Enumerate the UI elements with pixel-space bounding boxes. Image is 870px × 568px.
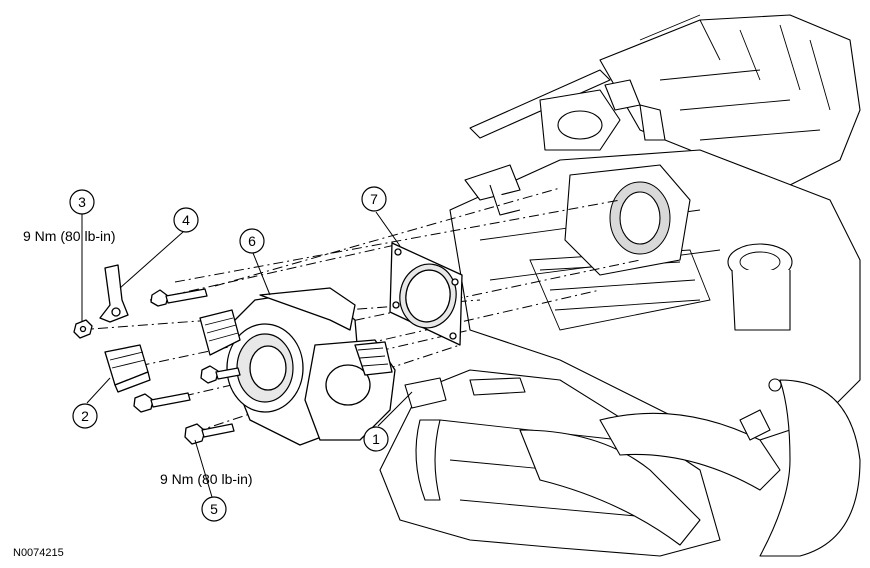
torque-spec-upper: 9 Nm (80 lb-in) (23, 228, 116, 244)
callout-2: 2 (72, 403, 98, 429)
callout-5-label: 5 (210, 501, 218, 517)
electrical-connector (104, 344, 151, 393)
leader-lines (81, 211, 413, 498)
callout-6-label: 6 (248, 233, 256, 249)
callout-4-label: 4 (182, 212, 190, 228)
nut (73, 319, 93, 339)
callout-7-label: 7 (370, 191, 378, 207)
callout-3: 3 (69, 189, 95, 215)
bracket (99, 264, 129, 323)
stud-upper (150, 288, 208, 307)
callout-1: 1 (363, 426, 389, 452)
figure-id: N0074215 (13, 547, 64, 559)
callout-1-label: 1 (372, 431, 380, 447)
torque-spec-lower: 9 Nm (80 lb-in) (160, 471, 253, 487)
callout-5: 5 (201, 496, 227, 522)
callout-4: 4 (173, 207, 199, 233)
nut-middle (200, 365, 241, 384)
engine-assembly (379, 14, 861, 557)
callout-2-label: 2 (81, 408, 89, 424)
alignment-lines (77, 187, 641, 433)
throttle-position-sensor (199, 309, 241, 356)
callout-7: 7 (361, 186, 387, 212)
throttle-body (226, 287, 396, 446)
bolt-lower (184, 423, 235, 445)
callout-3-label: 3 (78, 194, 86, 210)
callout-6: 6 (239, 228, 265, 254)
throttle-body-gasket (389, 242, 463, 346)
bolt-middle (133, 392, 191, 413)
